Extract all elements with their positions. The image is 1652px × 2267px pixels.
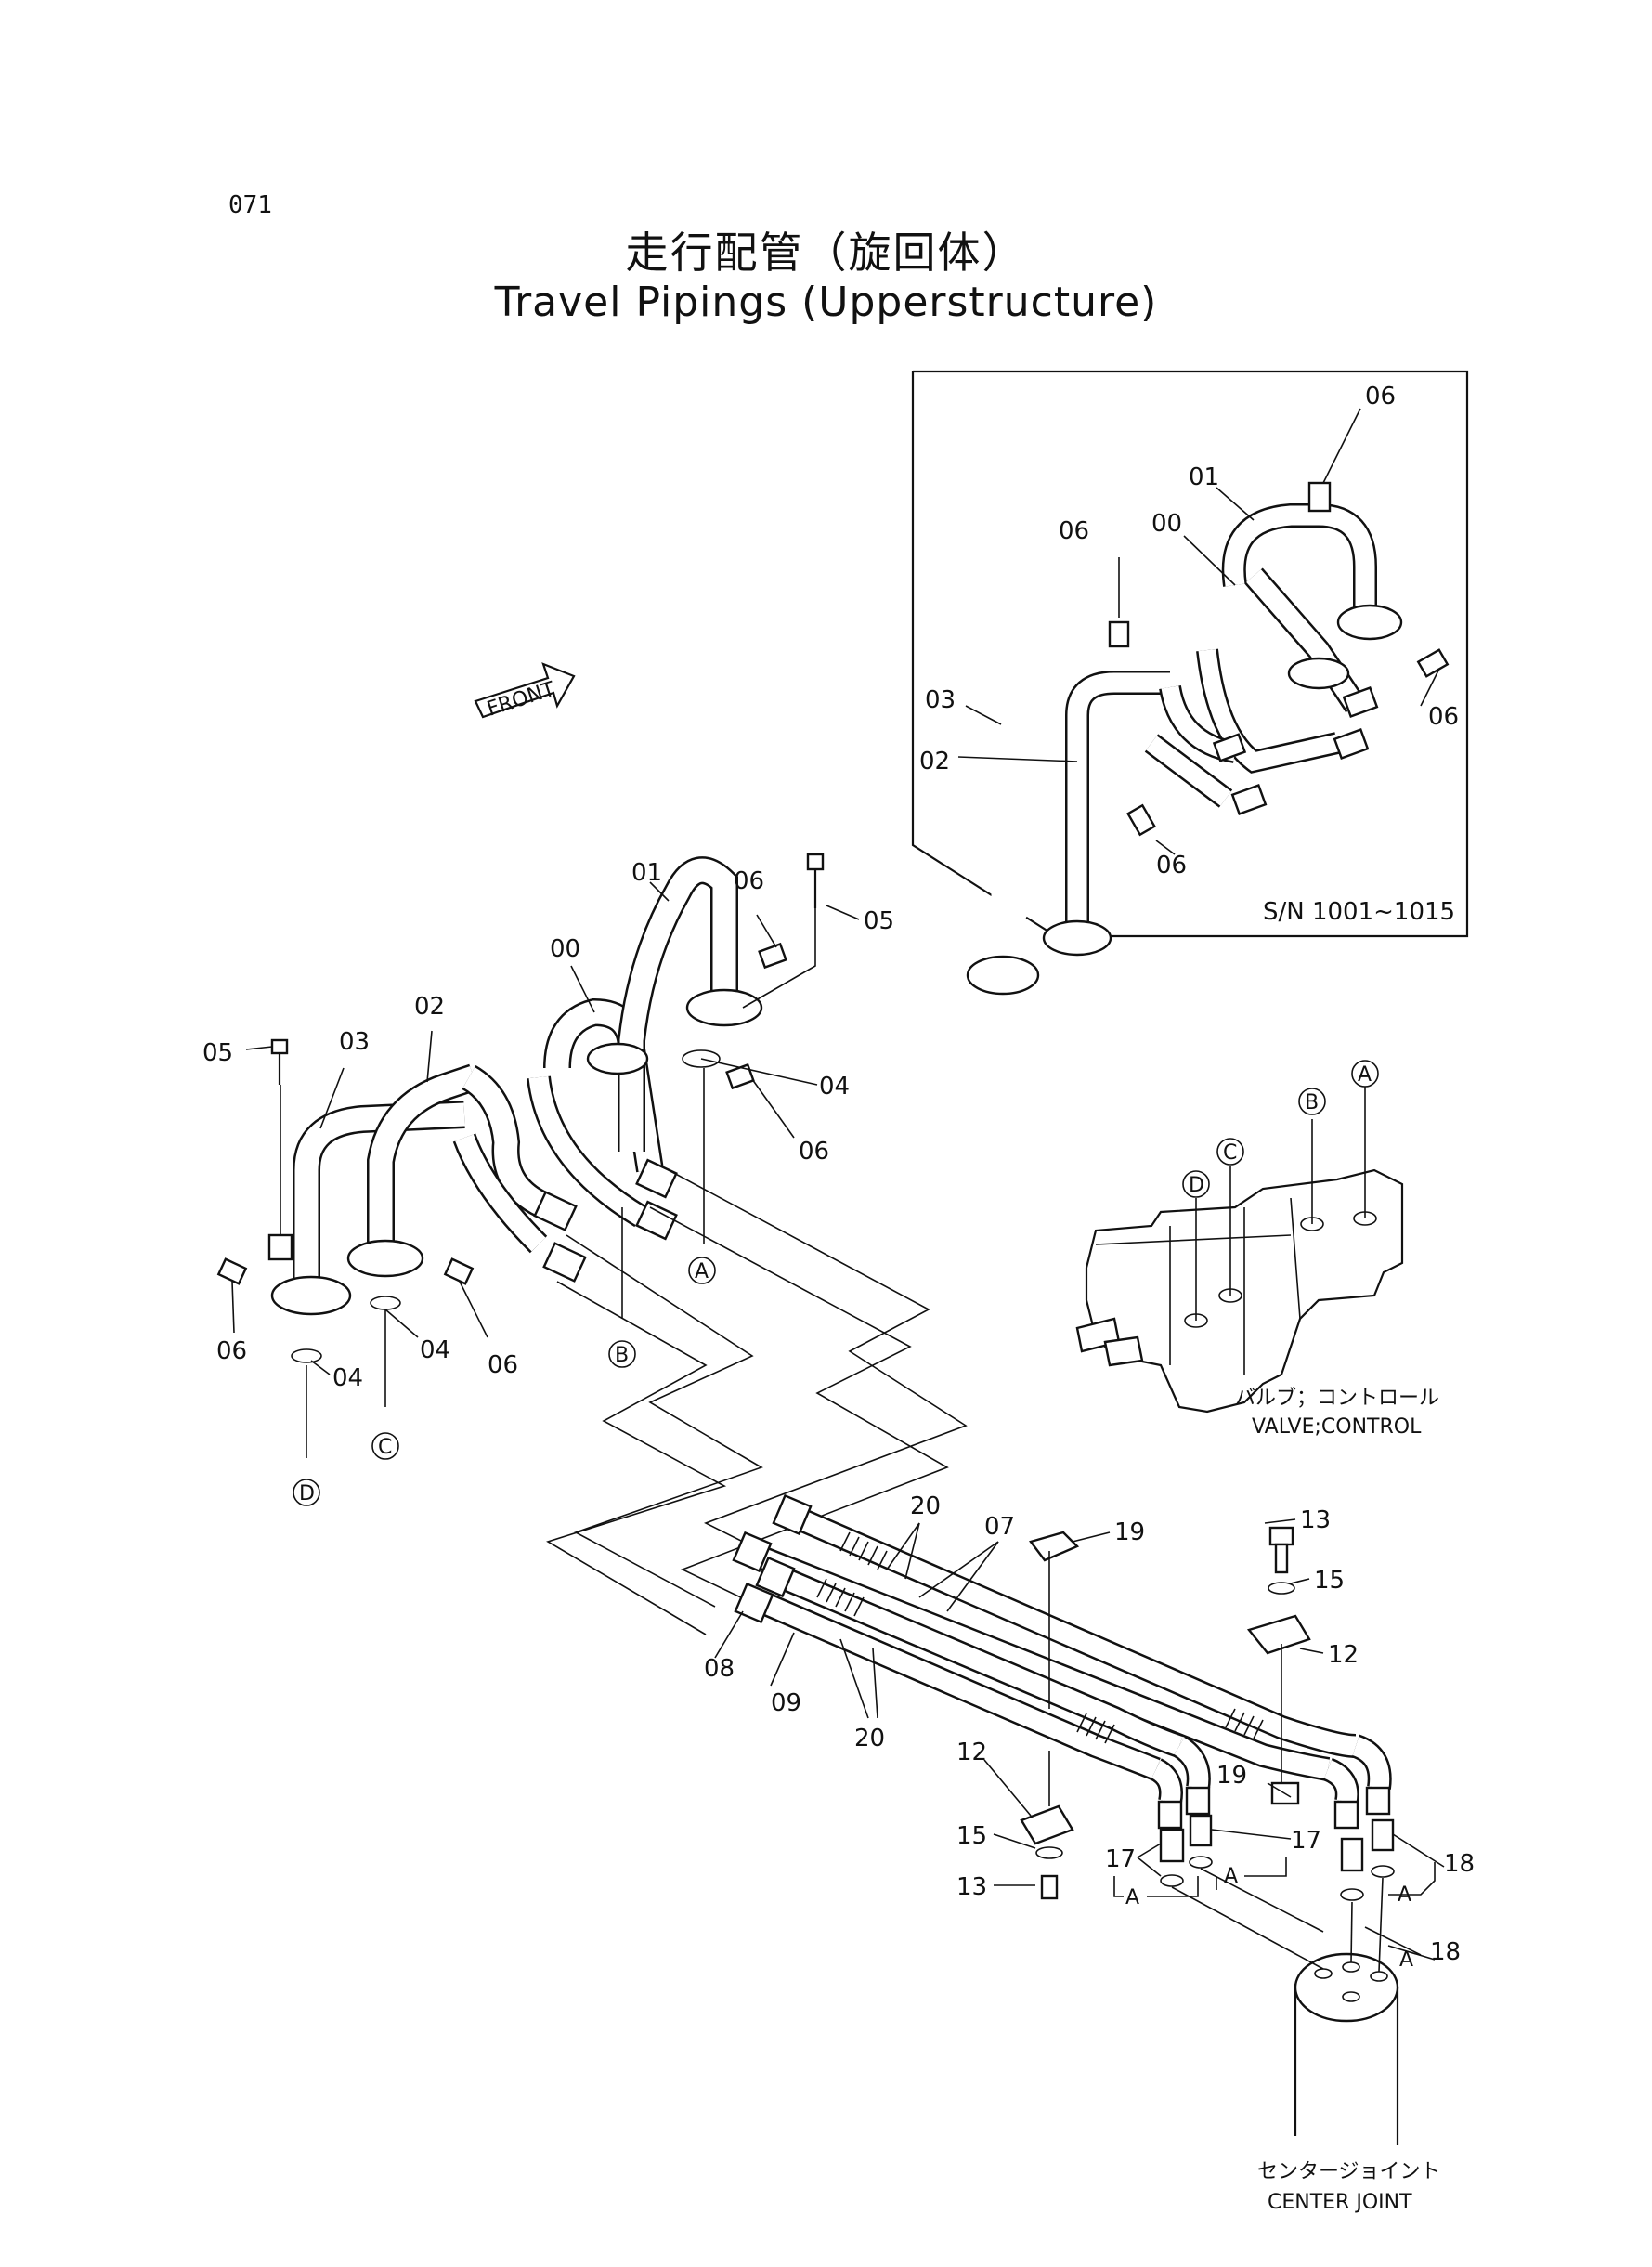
- port-marker-a-valve: A: [1358, 1063, 1372, 1087]
- front-arrow-label: FRONT: [485, 678, 559, 722]
- port-marker-c-main: C: [378, 1436, 392, 1459]
- callout-04-top: 04: [819, 1073, 850, 1101]
- center-joint: センタージョイント CENTER JOINT: [1171, 1868, 1441, 2214]
- valve-control-label-jp: バルブ；コントロール: [1235, 1387, 1439, 1410]
- callout-06-top: 06: [734, 867, 764, 895]
- callout-19-top: 19: [1114, 1518, 1145, 1546]
- port-marker-c-valve: C: [1223, 1141, 1237, 1165]
- callout-04-bottom: 04: [332, 1364, 363, 1392]
- inset-serial-note: S/N 1001~1015: [1263, 898, 1455, 926]
- valve-control-label-en: VALVE;CONTROL: [1252, 1415, 1422, 1439]
- front-direction-arrow: FRONT: [474, 662, 576, 722]
- callout-17-right: 17: [1291, 1827, 1321, 1855]
- callout-12-left: 12: [956, 1739, 987, 1766]
- callout-19-bottom: 19: [1216, 1762, 1247, 1790]
- title-japanese: 走行配管（旋回体）: [625, 228, 1027, 278]
- callout-06-bottom: 06: [488, 1351, 518, 1379]
- callout-00: 00: [550, 935, 580, 963]
- port-marker-d-valve: D: [1189, 1174, 1204, 1197]
- callout-02: 02: [414, 993, 445, 1021]
- callout-05-top: 05: [864, 907, 894, 935]
- port-marker-b-valve: B: [1305, 1091, 1319, 1114]
- callout-04-mid: 04: [420, 1336, 450, 1364]
- title-english: Travel Pipings (Upperstructure): [494, 279, 1158, 326]
- callout-09: 09: [771, 1689, 801, 1717]
- callout-18-bottom: 18: [1430, 1938, 1461, 1966]
- callout-12-right: 12: [1328, 1641, 1359, 1669]
- port-marker-a-main: A: [695, 1260, 709, 1283]
- callout-06-left: 06: [216, 1337, 247, 1365]
- center-joint-label-jp: センタージョイント: [1257, 2160, 1441, 2183]
- hose-assembly: [732, 1493, 1392, 1830]
- inset-callout-03: 03: [925, 686, 956, 714]
- center-joint-label-en: CENTER JOINT: [1268, 2191, 1412, 2214]
- page-number: 071: [228, 191, 272, 219]
- callout-01: 01: [631, 859, 662, 887]
- callout-07: 07: [984, 1513, 1015, 1541]
- inset-callout-01: 01: [1189, 463, 1219, 491]
- port-marker-a-17-right: A: [1224, 1865, 1238, 1888]
- callout-15-left: 15: [956, 1822, 987, 1850]
- main-pipe-assembly: [216, 853, 968, 1635]
- callout-20-bottom: 20: [854, 1725, 885, 1752]
- callout-08: 08: [704, 1655, 735, 1683]
- inset-callout-02: 02: [919, 748, 950, 775]
- callout-18-top: 18: [1444, 1850, 1475, 1878]
- callout-15-right: 15: [1314, 1567, 1345, 1595]
- inset-callout-06-bottom: 06: [1156, 852, 1187, 879]
- callout-06-mid: 06: [799, 1138, 829, 1166]
- callout-05-left: 05: [202, 1039, 233, 1067]
- inset-callout-06-top: 06: [1365, 383, 1396, 410]
- callout-03: 03: [339, 1028, 370, 1056]
- part-callouts: 01 06 05 00 02 05 03 04 06 06 04 06 04 2…: [202, 859, 1475, 1966]
- inset-callout-06-left: 06: [1059, 517, 1089, 545]
- port-marker-a-18-bottom: A: [1399, 1948, 1413, 1972]
- control-valve: バルブ；コントロール VALVE;CONTROL: [1075, 1087, 1439, 1439]
- port-marker-b-main: B: [615, 1344, 629, 1367]
- inset-panel: 06 01 06 00 03 02 06 06 S/N 1001~1015: [911, 370, 1469, 996]
- port-markers: A B C D A B C D A A A A: [293, 1060, 1436, 1972]
- port-marker-d-main: D: [299, 1482, 315, 1505]
- callout-20-top: 20: [910, 1492, 941, 1520]
- callout-13-right: 13: [1300, 1506, 1331, 1534]
- port-marker-a-17-left: A: [1125, 1886, 1139, 1909]
- callout-17-left: 17: [1105, 1845, 1136, 1873]
- inset-callout-06-right: 06: [1428, 703, 1459, 731]
- callout-13-left: 13: [956, 1873, 987, 1901]
- inset-callout-00: 00: [1151, 510, 1182, 538]
